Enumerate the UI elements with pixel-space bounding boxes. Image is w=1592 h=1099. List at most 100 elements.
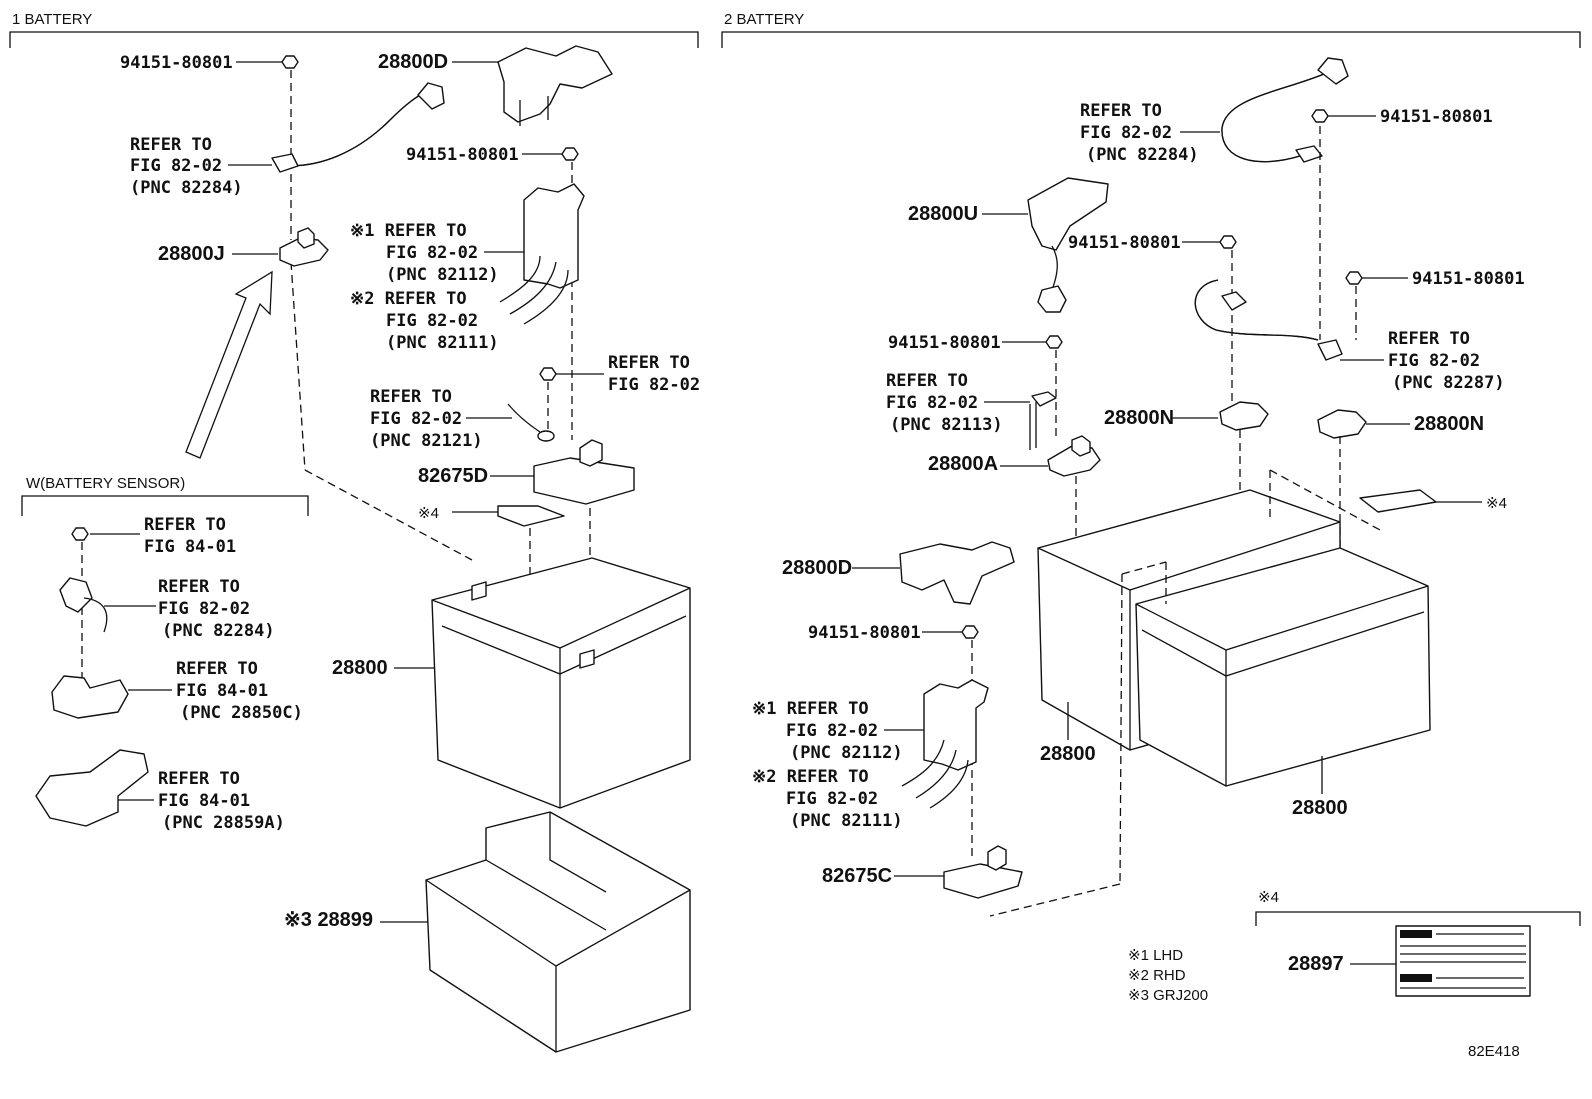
- terminal-28800n-icon: [1317, 409, 1367, 439]
- r-label-82675c: 82675C: [822, 865, 892, 887]
- section-title-1-battery: 1 BATTERY: [12, 11, 92, 28]
- sensor-cover-28859a-icon: [35, 749, 149, 827]
- ref-82284-line3: (PNC 82284): [130, 178, 243, 198]
- ref-82112-line3: (PNC 82112): [386, 265, 499, 285]
- r-ref-82113-line1: REFER TO: [886, 371, 968, 391]
- cable-clamp-icon: [271, 153, 299, 173]
- battery-icon: [431, 557, 691, 809]
- sensor-ref4-line1: REFER TO: [158, 769, 240, 789]
- terminal-28800n-icon: [1219, 401, 1269, 431]
- r-ref-82284-line3: (PNC 82284): [1086, 145, 1199, 165]
- r-ref-82111-line2: FIG 82-02: [786, 789, 878, 809]
- label-tray-28899: ※3 28899: [284, 909, 373, 931]
- r-label-28800u: 28800U: [908, 203, 978, 225]
- r-ref-82113-line3: (PNC 82113): [890, 415, 1003, 435]
- r-label-battery-28800-1: 28800: [1040, 743, 1096, 765]
- cable-lug-icon: [417, 82, 445, 110]
- r-label-mark-4: ※4: [1486, 495, 1507, 512]
- r-ref-82284-line2: FIG 82-02: [1080, 123, 1172, 143]
- legend-mark-4: ※4: [1258, 889, 1279, 906]
- r-ref-82111-line1: ※2 REFER TO: [752, 767, 869, 787]
- section-title-2-battery: 2 BATTERY: [724, 11, 804, 28]
- r-label-nut-a: 94151-80801: [1380, 107, 1493, 127]
- ref-82284-line1: REFER TO: [130, 135, 212, 155]
- r-ref-82113-line2: FIG 82-02: [886, 393, 978, 413]
- ref-82112-line1: ※1 REFER TO: [350, 221, 467, 241]
- sensor-connector-icon: [59, 577, 93, 613]
- label-82675d: 82675D: [418, 465, 488, 487]
- nut-icon: [961, 625, 979, 639]
- r-ref-82287-line3: (PNC 82287): [1392, 373, 1505, 393]
- nut-icon: [561, 147, 579, 161]
- ref-82121-line3: (PNC 82121): [370, 431, 483, 451]
- cable-lug-icon: [1317, 57, 1349, 85]
- nut-icon: [1045, 335, 1063, 349]
- sensor-ref4-line3: (PNC 28859A): [162, 813, 285, 833]
- fuse-block-icon: [523, 183, 585, 289]
- battery-icon: [1135, 547, 1431, 787]
- label-battery-28800-left: 28800: [332, 657, 388, 679]
- ref-82111-line1: ※2 REFER TO: [350, 289, 467, 309]
- note-rhd: ※2 RHD: [1128, 967, 1186, 984]
- r-ref-82287-line1: REFER TO: [1388, 329, 1470, 349]
- r-label-nut-d: 94151-80801: [888, 333, 1001, 353]
- label-mark-4-left: ※4: [418, 505, 439, 522]
- r-ref-82112-line3: (PNC 82112): [790, 743, 903, 763]
- r-ref-82284-line1: REFER TO: [1080, 101, 1162, 121]
- r-ref-82112-line2: FIG 82-02: [786, 721, 878, 741]
- nut-icon: [1219, 235, 1237, 249]
- section-bracket-right: [721, 31, 1581, 48]
- section-bracket-left: [9, 31, 699, 48]
- sensor-ref2-line2: FIG 82-02: [158, 599, 250, 619]
- nut-icon: [1311, 109, 1329, 123]
- battery-tray-icon: [425, 811, 691, 1053]
- direction-arrow-icon: [185, 270, 273, 459]
- ref-82112-line2: FIG 82-02: [386, 243, 478, 263]
- r-label-nut-e: 94151-80801: [808, 623, 921, 643]
- label-28897: 28897: [1288, 953, 1344, 975]
- battery-holder-82675d-icon: [533, 457, 635, 505]
- nut-icon: [539, 367, 557, 381]
- r-label-battery-28800-2: 28800: [1292, 797, 1348, 819]
- r-label-28800n-2: 28800N: [1414, 413, 1484, 435]
- r-ref-82111-line3: (PNC 82111): [790, 811, 903, 831]
- terminal-cover-28800d-icon: [497, 45, 613, 123]
- sensor-ref3-line3: (PNC 28850C): [180, 703, 303, 723]
- r-ref-82287-line2: FIG 82-02: [1388, 351, 1480, 371]
- r-label-nut-c: 94151-80801: [1412, 269, 1525, 289]
- figure-code: 82E418: [1468, 1043, 1520, 1060]
- legend-bracket: [1255, 911, 1581, 926]
- r-label-28800d: 28800D: [782, 557, 852, 579]
- ref-82111-line3: (PNC 82111): [386, 333, 499, 353]
- fuse-block-icon: [923, 679, 989, 771]
- terminal-cover-28800u-icon: [1027, 177, 1109, 251]
- sensor-ref3-line2: FIG 84-01: [176, 681, 268, 701]
- r-label-28800n-1: 28800N: [1104, 407, 1174, 429]
- sensor-ref2-line1: REFER TO: [158, 577, 240, 597]
- battery-holder-82675c-icon: [943, 863, 1023, 899]
- ref-fig-line1: REFER TO: [608, 353, 690, 373]
- battery-sensor-28850c-icon: [51, 675, 129, 719]
- terminal-cover-28800d-icon: [899, 541, 1015, 605]
- ref-82284-line2: FIG 82-02: [130, 156, 222, 176]
- ref-82111-line2: FIG 82-02: [386, 311, 478, 331]
- label-28800j: 28800J: [158, 243, 225, 265]
- note-lhd: ※1 LHD: [1128, 947, 1183, 964]
- warning-label-icon: [1359, 489, 1437, 513]
- nut-icon: [1345, 271, 1363, 285]
- sensor-ref3-line1: REFER TO: [176, 659, 258, 679]
- sensor-ref2-line3: (PNC 82284): [162, 621, 275, 641]
- section-title-battery-sensor: W(BATTERY SENSOR): [26, 475, 185, 492]
- ref-82121-line2: FIG 82-02: [370, 409, 462, 429]
- r-ref-82112-line1: ※1 REFER TO: [752, 699, 869, 719]
- r-label-28800a: 28800A: [928, 453, 998, 475]
- nut-icon: [281, 55, 299, 69]
- ref-82121-line1: REFER TO: [370, 387, 452, 407]
- sensor-ref4-line2: FIG 84-01: [158, 791, 250, 811]
- note-grj200: ※3 GRJ200: [1128, 987, 1208, 1004]
- label-nut-mid: 94151-80801: [406, 145, 519, 165]
- nut-icon: [71, 527, 89, 541]
- ref-fig-line2: FIG 82-02: [608, 375, 700, 395]
- sensor-ref1-line1: REFER TO: [144, 515, 226, 535]
